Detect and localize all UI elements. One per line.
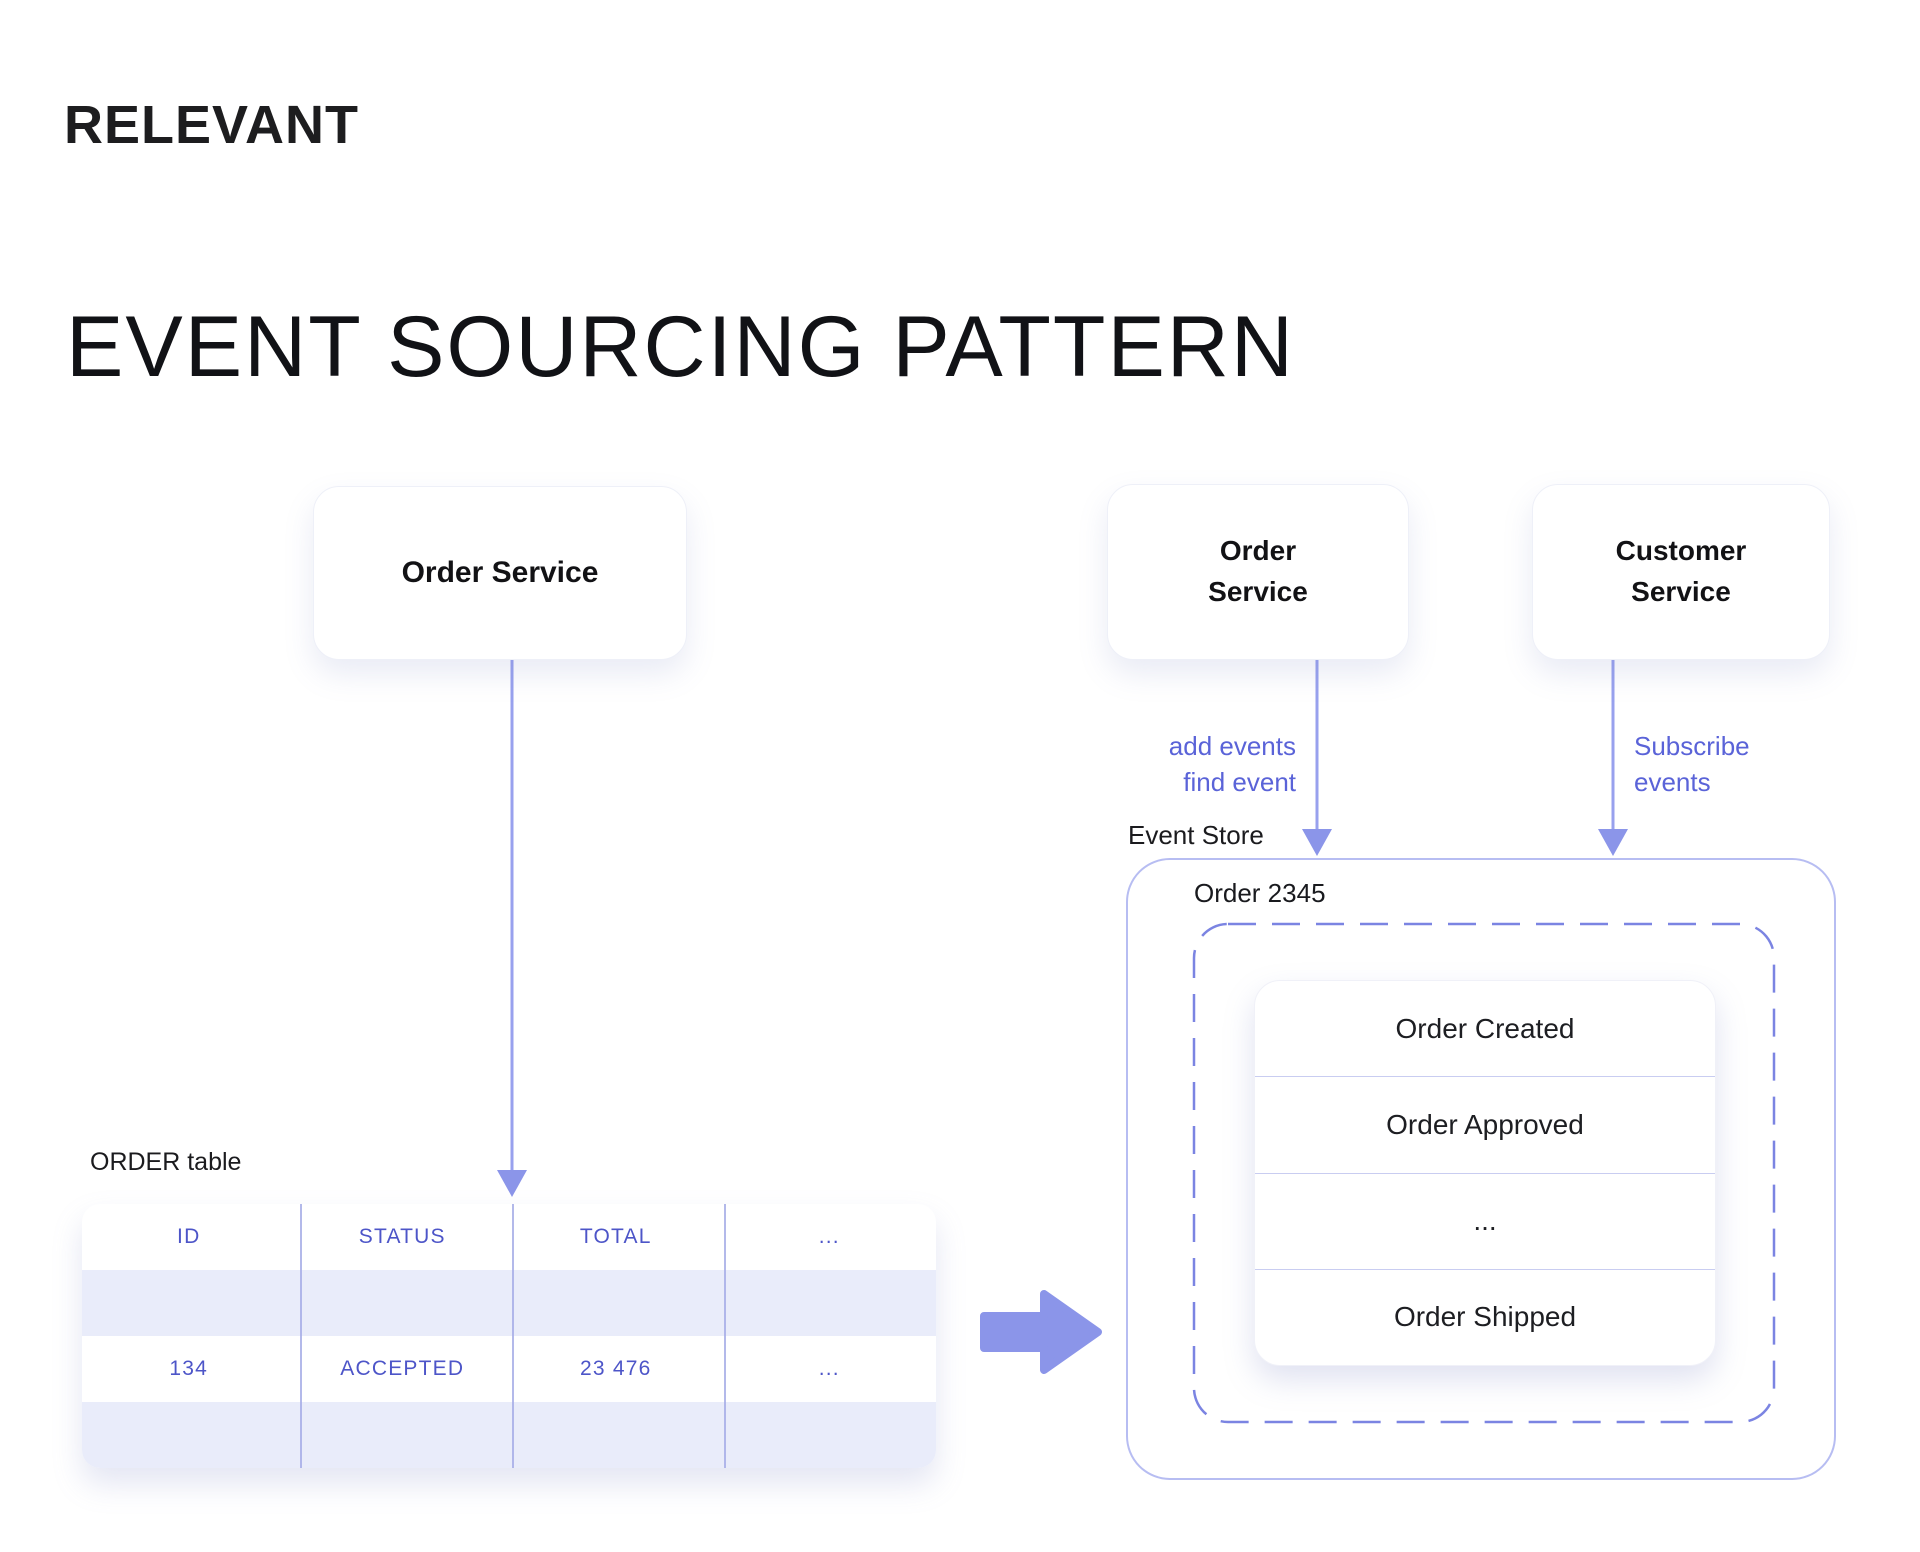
order-service-line: Order	[1219, 535, 1297, 567]
down-arrow-icon	[1302, 829, 1332, 856]
subscribe-events-label: Subscribe events	[1634, 728, 1854, 800]
right-arrow-icon	[980, 1290, 1102, 1374]
table-cell	[296, 1270, 510, 1336]
connector-order-service-to-event-store	[1302, 659, 1332, 856]
down-arrow-icon	[1598, 829, 1628, 856]
customer-service-line: Customer	[1615, 535, 1747, 567]
table-cell-total: 23 476	[580, 1357, 652, 1380]
table-cell	[723, 1270, 937, 1336]
event-item-ellipsis: ...	[1255, 1172, 1715, 1269]
table-cell	[509, 1402, 723, 1468]
table-cell	[723, 1402, 937, 1468]
event-item-order-created: Order Created	[1395, 1012, 1575, 1044]
order-table-label: ORDER table	[90, 1148, 242, 1176]
page-title: EVENT SOURCING PATTERN	[66, 299, 1296, 395]
table-cell	[296, 1402, 510, 1468]
event-list-card: Order Created Order Approved ... Order S…	[1254, 980, 1716, 1366]
add-events-line: add events	[1168, 731, 1296, 761]
table-column-divider	[512, 1204, 514, 1468]
event-item-order-approved: Order Approved	[1255, 1076, 1715, 1172]
order-table: ID STATUS TOTAL ... 134 ACCEPTED 23 476 …	[82, 1204, 936, 1468]
order-service-box-label: Order Service	[401, 556, 599, 589]
connector-customer-service-to-event-store	[1598, 659, 1628, 856]
add-events-label: add events find event	[1046, 728, 1296, 800]
event-store-box: Order 2345 Order Created Order Approved …	[1126, 858, 1836, 1480]
table-header-cell-id: ID	[177, 1225, 201, 1248]
order-service-line: Service	[1208, 576, 1308, 607]
add-events-line: find event	[1183, 767, 1296, 797]
table-row-empty	[82, 1270, 936, 1336]
table-cell-id: 134	[169, 1357, 209, 1380]
order-group-label: Order 2345	[1194, 878, 1326, 908]
table-column-divider	[300, 1204, 302, 1468]
subscribe-events-line: Subscribe	[1634, 731, 1750, 761]
brand-logo: RELEVANT	[64, 95, 360, 155]
customer-service-box: Customer Service	[1532, 484, 1830, 660]
table-cell	[82, 1402, 296, 1468]
customer-service-line: Service	[1631, 576, 1731, 607]
table-row-empty	[82, 1402, 936, 1468]
connector-order-service-to-order-table	[497, 658, 527, 1197]
order-group-dashed-border	[1192, 922, 1776, 1424]
table-cell	[509, 1270, 723, 1336]
down-arrow-icon	[497, 1170, 527, 1197]
table-header-cell-status: STATUS	[358, 1225, 446, 1248]
table-column-divider	[724, 1204, 726, 1468]
event-store-label: Event Store	[1128, 820, 1264, 850]
table-header-row: ID STATUS TOTAL ...	[82, 1204, 936, 1270]
table-cell-more: ...	[818, 1357, 840, 1380]
table-header-cell-more: ...	[818, 1225, 840, 1248]
table-row-data: 134 ACCEPTED 23 476 ...	[82, 1336, 936, 1402]
order-service-box: Order Service	[313, 486, 687, 660]
table-cell-status: ACCEPTED	[340, 1357, 465, 1380]
event-item-order-shipped: Order Shipped	[1255, 1268, 1715, 1365]
subscribe-events-line: events	[1634, 767, 1711, 797]
table-header-cell-total: TOTAL	[579, 1225, 652, 1248]
table-cell	[82, 1270, 296, 1336]
order-service-box-right: Order Service	[1107, 484, 1409, 660]
